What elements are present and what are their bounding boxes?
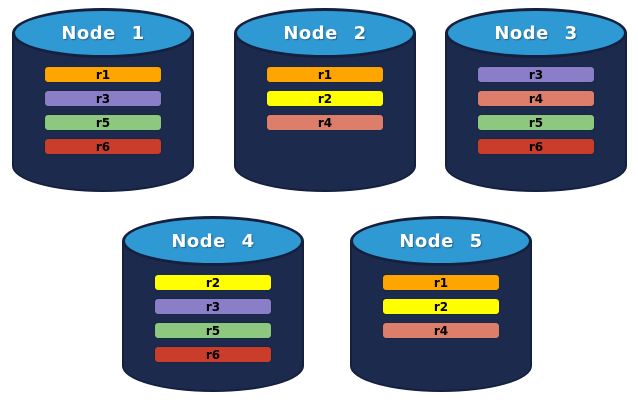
replica-label: r3: [205, 299, 221, 314]
replica-label: r3: [528, 67, 544, 82]
node-4-replica-list: r2 r3 r5 r6: [122, 274, 304, 363]
node-5-replica-list: r1 r2 r4: [350, 274, 532, 339]
replica-label: r5: [528, 115, 544, 130]
replica-label: r2: [433, 299, 449, 314]
node-4-cylinder-body: [122, 241, 304, 392]
replica-bar: r3: [477, 66, 595, 83]
replica-label: r1: [95, 67, 111, 82]
replica-label: r1: [317, 67, 333, 82]
node-1: Node 1 r1 r3 r5 r6: [12, 8, 194, 192]
node-4-cylinder-top: Node 4: [122, 216, 304, 266]
replica-bar: r2: [154, 274, 272, 291]
node-2-cylinder-top: Node 2: [234, 8, 416, 58]
node-1-title: Node 1: [61, 22, 145, 44]
replica-bar: r1: [44, 66, 162, 83]
node-3-replica-list: r3 r4 r5 r6: [445, 66, 627, 155]
replica-bar: r2: [382, 298, 500, 315]
replica-bar: r4: [382, 322, 500, 339]
node-1-cylinder-top: Node 1: [12, 8, 194, 58]
node-5-cylinder-body: [350, 241, 532, 392]
replica-label: r4: [528, 91, 544, 106]
replica-label: r6: [528, 139, 544, 154]
replica-label: r5: [205, 323, 221, 338]
replica-label: r6: [95, 139, 111, 154]
node-2: Node 2 r1 r2 r4: [234, 8, 416, 192]
node-2-cylinder-body: [234, 33, 416, 192]
replica-bar: r4: [266, 114, 384, 131]
replica-label: r2: [317, 91, 333, 106]
node-2-title: Node 2: [283, 22, 367, 44]
replica-label: r4: [433, 323, 449, 338]
replica-bar: r1: [266, 66, 384, 83]
replica-bar: r6: [154, 346, 272, 363]
replica-bar: r3: [154, 298, 272, 315]
node-5-cylinder-top: Node 5: [350, 216, 532, 266]
replica-bar: r3: [44, 90, 162, 107]
replica-bar: r5: [154, 322, 272, 339]
replica-label: r4: [317, 115, 333, 130]
replica-bar: r6: [44, 138, 162, 155]
node-4-title: Node 4: [171, 230, 255, 252]
replica-label: r2: [205, 275, 221, 290]
node-3-cylinder-top: Node 3: [445, 8, 627, 58]
replica-label: r5: [95, 115, 111, 130]
node-4: Node 4 r2 r3 r5 r6: [122, 216, 304, 392]
node-3-cylinder-body: [445, 33, 627, 192]
node-3: Node 3 r3 r4 r5 r6: [445, 8, 627, 192]
replica-label: r1: [433, 275, 449, 290]
replica-bar: r1: [382, 274, 500, 291]
replica-bar: r5: [477, 114, 595, 131]
node-5: Node 5 r1 r2 r4: [350, 216, 532, 392]
node-3-title: Node 3: [494, 22, 578, 44]
replica-bar: r5: [44, 114, 162, 131]
node-2-replica-list: r1 r2 r4: [234, 66, 416, 131]
replica-label: r3: [95, 91, 111, 106]
replica-bar: r2: [266, 90, 384, 107]
node-5-title: Node 5: [399, 230, 483, 252]
replica-bar: r6: [477, 138, 595, 155]
replica-label: r6: [205, 347, 221, 362]
node-1-replica-list: r1 r3 r5 r6: [12, 66, 194, 155]
replica-bar: r4: [477, 90, 595, 107]
